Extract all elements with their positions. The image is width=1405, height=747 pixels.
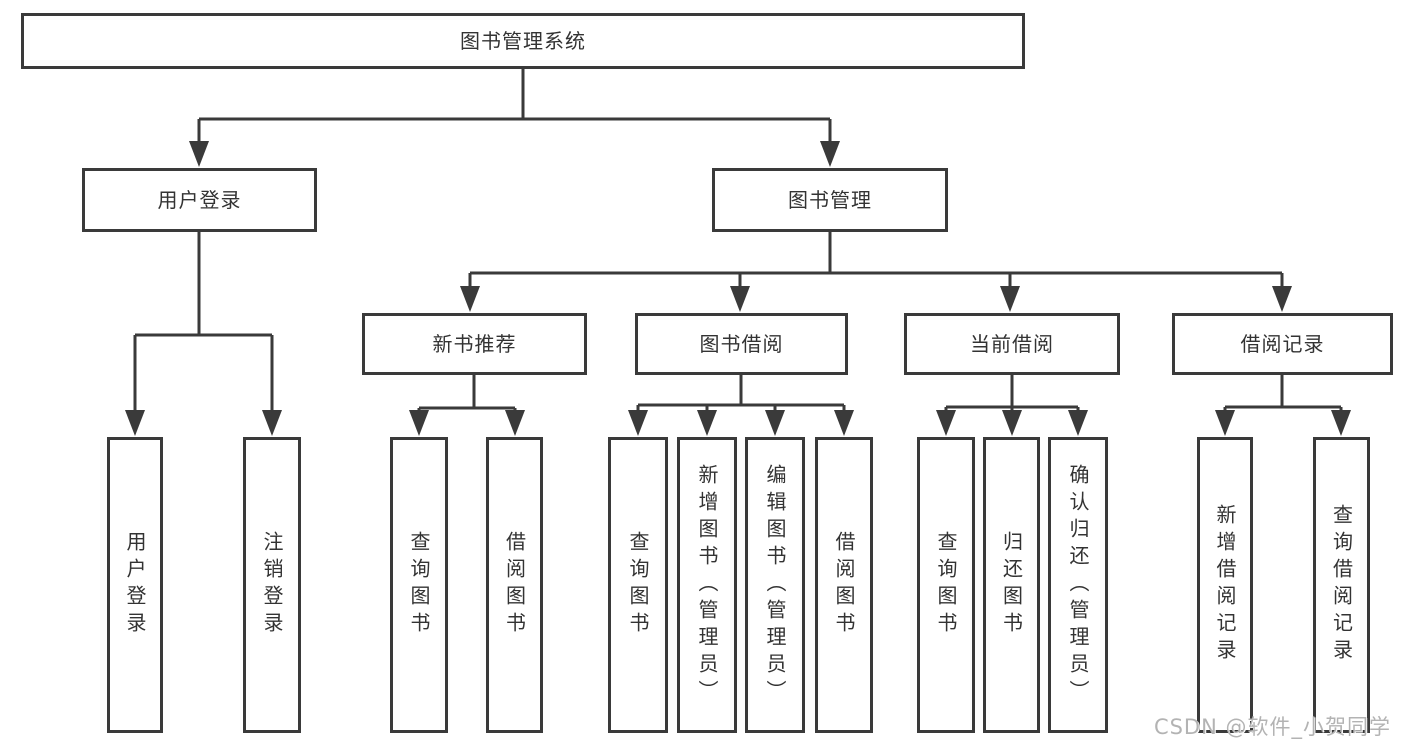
node-label: 归还图书 bbox=[999, 531, 1024, 639]
watermark: CSDN @软件_小贺同学 bbox=[1153, 715, 1391, 739]
node-user-login: 用户登录 bbox=[82, 168, 317, 232]
node-label: 借阅图书 bbox=[832, 531, 856, 639]
node-label: 当前借阅 bbox=[970, 332, 1054, 356]
node-borrow-book: 借阅图书 bbox=[815, 437, 873, 733]
node-add-book-admin: 新增图书（管理员） bbox=[677, 437, 737, 733]
arrow-down-icon bbox=[1272, 286, 1292, 312]
node-query-book-current: 查询图书 bbox=[917, 437, 975, 733]
node-label: 查询图书 bbox=[934, 531, 958, 639]
node-label: 图书管理系统 bbox=[460, 29, 586, 53]
node-add-borrow-record: 新增借阅记录 bbox=[1197, 437, 1253, 733]
node-query-book-borrow: 查询图书 bbox=[608, 437, 668, 733]
arrow-down-icon bbox=[697, 410, 717, 436]
node-label: 查询借阅记录 bbox=[1329, 504, 1354, 666]
arrow-down-icon bbox=[505, 410, 525, 436]
node-borrow-book-newbook: 借阅图书 bbox=[486, 437, 543, 733]
arrow-down-icon bbox=[1002, 410, 1022, 436]
arrow-down-icon bbox=[1215, 410, 1235, 436]
arrow-down-icon bbox=[834, 410, 854, 436]
arrow-down-icon bbox=[262, 410, 282, 436]
node-label: 用户登录 bbox=[123, 531, 147, 639]
node-edit-book-admin: 编辑图书（管理员） bbox=[745, 437, 805, 733]
node-return-book: 归还图书 bbox=[983, 437, 1040, 733]
node-label: 借阅图书 bbox=[502, 531, 527, 639]
arrow-down-icon bbox=[1000, 286, 1020, 312]
arrow-down-icon bbox=[820, 141, 840, 167]
node-logout: 注销登录 bbox=[243, 437, 301, 733]
node-label: 用户登录 bbox=[157, 188, 242, 212]
node-user-login-action: 用户登录 bbox=[107, 437, 163, 733]
node-label: 编辑图书（管理员） bbox=[763, 463, 787, 707]
arrow-down-icon bbox=[409, 410, 429, 436]
node-new-book-recommend: 新书推荐 bbox=[362, 313, 587, 375]
node-query-borrow-record: 查询借阅记录 bbox=[1313, 437, 1370, 733]
arrow-down-icon bbox=[1068, 410, 1088, 436]
node-label: 新增图书（管理员） bbox=[695, 463, 719, 707]
arrow-down-icon bbox=[936, 410, 956, 436]
node-book-borrow: 图书借阅 bbox=[635, 313, 848, 375]
node-confirm-return-admin: 确认归还（管理员） bbox=[1048, 437, 1108, 733]
node-label: 注销登录 bbox=[260, 531, 284, 639]
node-label: 图书借阅 bbox=[699, 332, 784, 356]
node-current-borrow: 当前借阅 bbox=[904, 313, 1120, 375]
node-label: 查询图书 bbox=[407, 531, 431, 639]
arrow-down-icon bbox=[460, 286, 480, 312]
node-label: 借阅记录 bbox=[1240, 332, 1325, 356]
arrow-down-icon bbox=[125, 410, 145, 436]
arrowheads bbox=[125, 141, 1351, 436]
connector-paths bbox=[133, 69, 1343, 431]
arrow-down-icon bbox=[765, 410, 785, 436]
node-library-system: 图书管理系统 bbox=[21, 13, 1025, 69]
arrow-down-icon bbox=[730, 286, 750, 312]
node-borrow-record: 借阅记录 bbox=[1172, 313, 1393, 375]
node-label: 确认归还（管理员） bbox=[1066, 463, 1090, 707]
arrow-down-icon bbox=[628, 410, 648, 436]
arrow-down-icon bbox=[189, 141, 209, 167]
node-label: 新书推荐 bbox=[432, 332, 517, 356]
node-label: 查询图书 bbox=[626, 531, 650, 639]
node-query-book-newbook: 查询图书 bbox=[390, 437, 448, 733]
node-book-management: 图书管理 bbox=[712, 168, 948, 232]
node-label: 图书管理 bbox=[788, 188, 872, 212]
arrow-down-icon bbox=[1331, 410, 1351, 436]
node-label: 新增借阅记录 bbox=[1213, 504, 1237, 666]
